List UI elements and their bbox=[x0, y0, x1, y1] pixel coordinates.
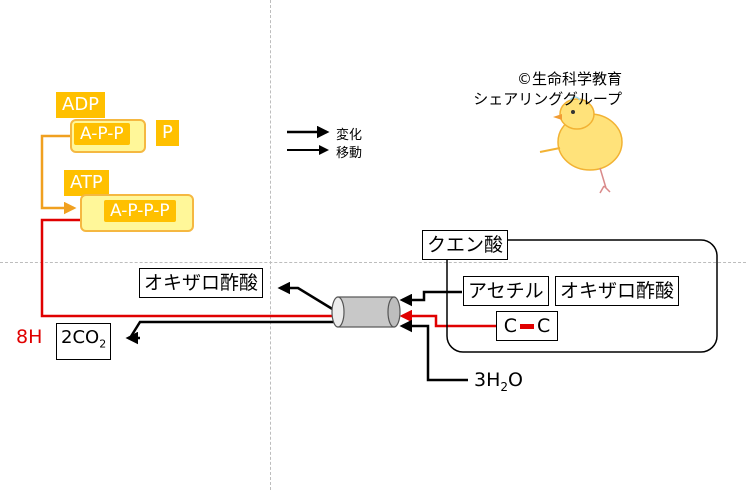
legend-change-label: 変化 bbox=[336, 128, 363, 143]
hydrogen-to-atp-arrow bbox=[40, 213, 334, 318]
water-to-cylinder-arrow bbox=[399, 319, 468, 382]
atp-tag: ATP bbox=[64, 170, 109, 196]
co2-subscript: 2 bbox=[99, 337, 107, 351]
adp-tag: ADP bbox=[56, 92, 106, 118]
citric-acid-container bbox=[446, 239, 718, 353]
cc-to-cylinder-arrow bbox=[399, 309, 497, 328]
cylinder-shape bbox=[331, 296, 401, 328]
credit-text: ©生命科学教育 シェアリンググループ bbox=[440, 69, 622, 109]
citric-acid-label: クエン酸 bbox=[422, 230, 509, 260]
carbon-bond bbox=[520, 324, 534, 329]
carbon-2: C bbox=[537, 315, 551, 337]
credit-line-1: ©生命科学教育 bbox=[516, 70, 622, 88]
legend-move-label: 移動 bbox=[336, 146, 363, 161]
water-label: 3H2O bbox=[474, 369, 523, 394]
co2-text: 2CO bbox=[61, 327, 100, 348]
water-prefix: 3H bbox=[474, 369, 501, 391]
adp-to-atp-arrow bbox=[40, 134, 77, 215]
oxaloacetate-right-box: オキザロ酢酸 bbox=[555, 276, 680, 306]
atp-bar: A-P-P-P bbox=[104, 200, 176, 222]
credit-line-2: シェアリンググループ bbox=[473, 90, 622, 108]
hydrogen-label: 8H bbox=[16, 326, 43, 348]
acetyl-box: アセチル bbox=[463, 276, 549, 306]
water-subscript: 2 bbox=[500, 379, 509, 394]
acetyl-to-cylinder-arrow bbox=[399, 290, 462, 307]
co2-box: 2CO2 bbox=[56, 323, 112, 360]
phosphate-tag: P bbox=[156, 120, 179, 146]
oxaloacetate-left-box: オキザロ酢酸 bbox=[139, 268, 264, 298]
horizontal-guide-line bbox=[0, 262, 746, 263]
chick-illustration bbox=[539, 96, 623, 194]
carbon-1: C bbox=[503, 315, 517, 337]
adp-bar: A-P-P bbox=[74, 123, 130, 145]
vertical-guide-line bbox=[270, 0, 271, 490]
water-suffix: O bbox=[508, 369, 523, 391]
oxalo-left-arrow bbox=[277, 281, 335, 312]
co2-path bbox=[128, 320, 334, 339]
